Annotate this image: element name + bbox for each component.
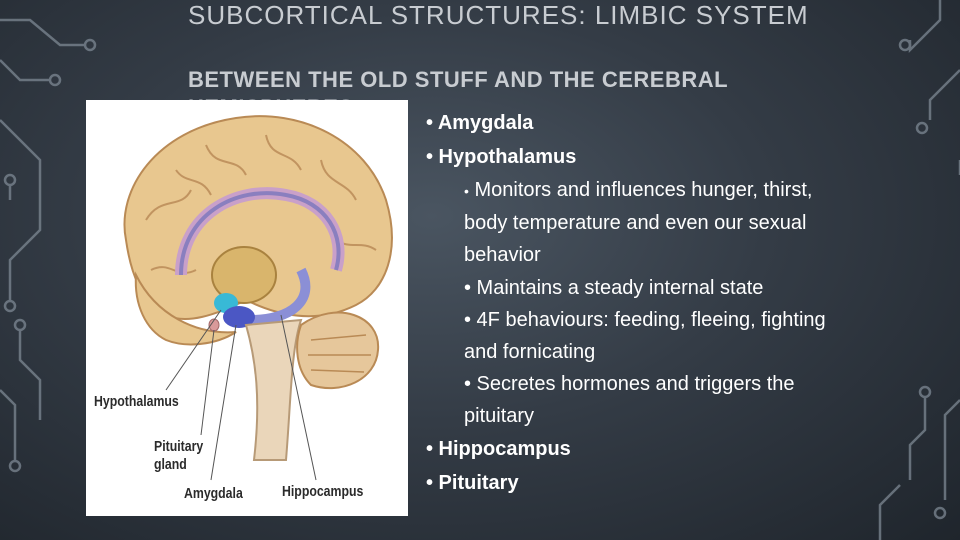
label-pituitary-line2: gland (154, 456, 187, 473)
label-amygdala: Amygdala (184, 485, 243, 502)
label-hippocampus: Hippocampus (282, 483, 364, 500)
sub-bullet-4f: • 4F behaviours: feeding, fleeing, fight… (464, 309, 826, 363)
bullet-hypothalamus: • Hypothalamus (426, 146, 577, 168)
label-pituitary-line1: Pituitary (154, 438, 204, 455)
slide-title: SUBCORTICAL STRUCTURES: LIMBIC SYSTEM (188, 0, 809, 30)
bullet-hippocampus: • Hippocampus (426, 438, 571, 460)
brain-diagram: Hypothalamus Pituitary gland Amygdala Hi… (86, 100, 408, 516)
sub-bullet-steady-state: • Maintains a steady internal state (464, 277, 764, 299)
bullet-list: • Amygdala • Hypothalamus • Monitors and… (426, 106, 846, 500)
brain-illustration (123, 115, 393, 481)
bullet-pituitary: • Pituitary (426, 472, 519, 494)
sub-bullet-hormones: • Secretes hormones and triggers the pit… (464, 373, 795, 427)
sub-bullet-monitors: • Monitors and influences hunger, thirst… (464, 179, 813, 266)
bullet-amygdala: • Amygdala (426, 112, 534, 134)
label-hypothalamus: Hypothalamus (94, 393, 179, 410)
sub-bullet-monitors-text: Monitors and influences hunger, thirst, … (464, 179, 813, 266)
